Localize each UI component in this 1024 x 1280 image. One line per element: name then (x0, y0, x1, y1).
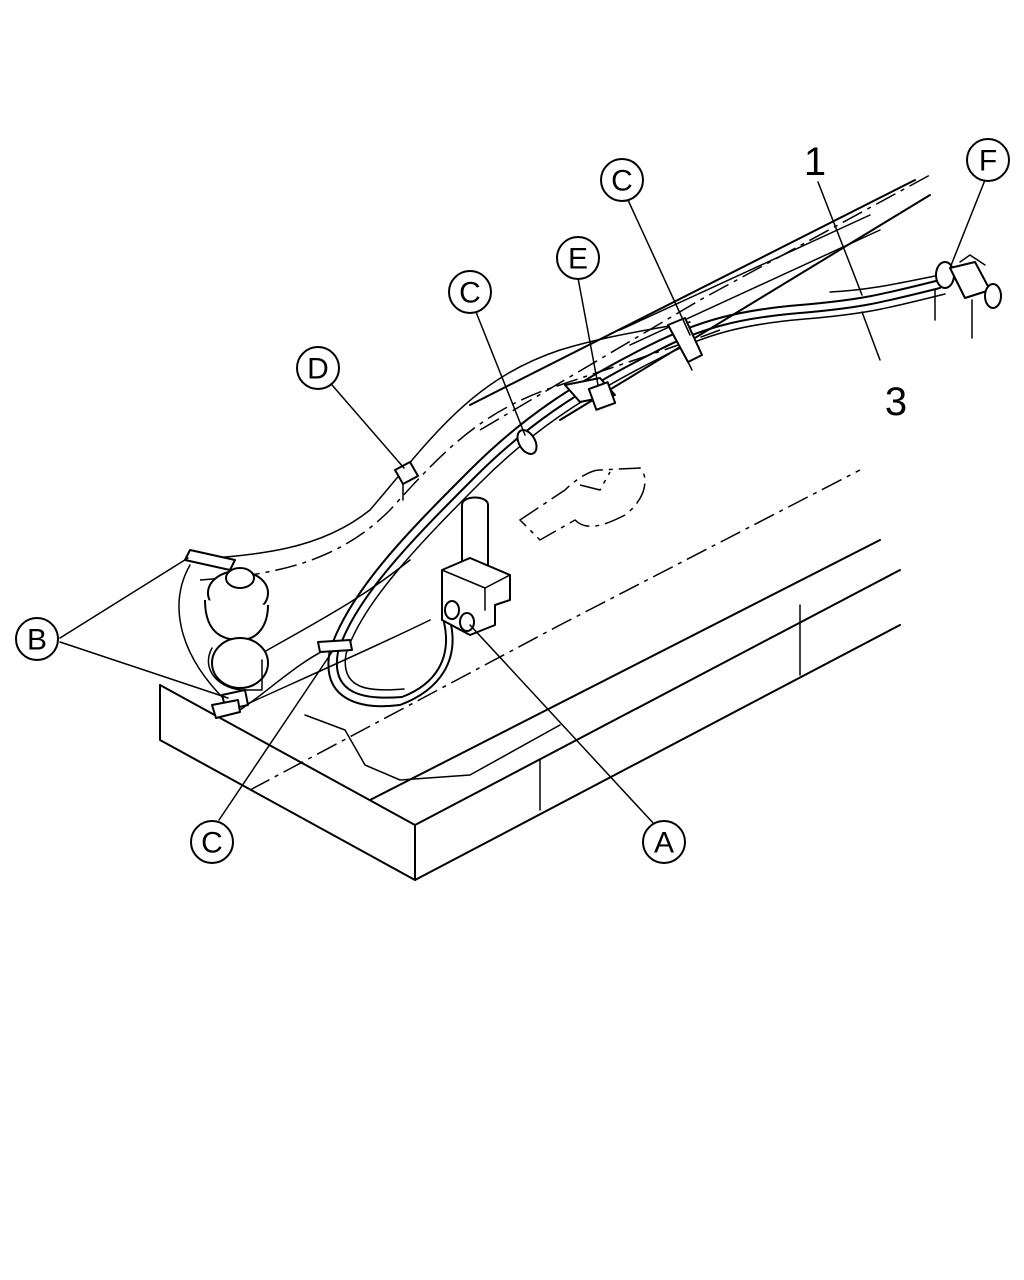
callout-d: D (296, 346, 340, 390)
floor-panel (159, 469, 901, 881)
clip-d (394, 461, 419, 485)
callout-label: C (459, 277, 481, 310)
side-rail (469, 174, 931, 431)
callout-label: B (27, 624, 47, 657)
callout-label: D (307, 353, 329, 386)
clip-c-upper (667, 317, 703, 363)
right-connector (934, 254, 1002, 339)
callout-b: B (15, 617, 59, 661)
callout-c-mid: C (448, 270, 492, 314)
part-number-3: 3 (885, 380, 907, 424)
leader-lines (59, 179, 986, 826)
callout-f: F (966, 138, 1010, 182)
callout-a: A (642, 820, 686, 864)
callout-c-top: C (600, 158, 644, 202)
part-number-1: 1 (804, 140, 826, 184)
callout-label: F (979, 145, 997, 178)
callout-label: A (654, 827, 674, 860)
callout-e: E (556, 236, 600, 280)
clip-c-middle (516, 429, 538, 455)
callout-c-bottom: C (190, 820, 234, 864)
phantom-component (518, 467, 646, 541)
callout-label: C (201, 827, 223, 860)
clip-c-lower (317, 639, 353, 653)
callout-label: C (611, 165, 633, 198)
bracket-assembly (441, 496, 511, 636)
left-connector-assembly (184, 549, 269, 719)
callout-label: E (568, 243, 588, 276)
harness-clips (317, 317, 703, 653)
